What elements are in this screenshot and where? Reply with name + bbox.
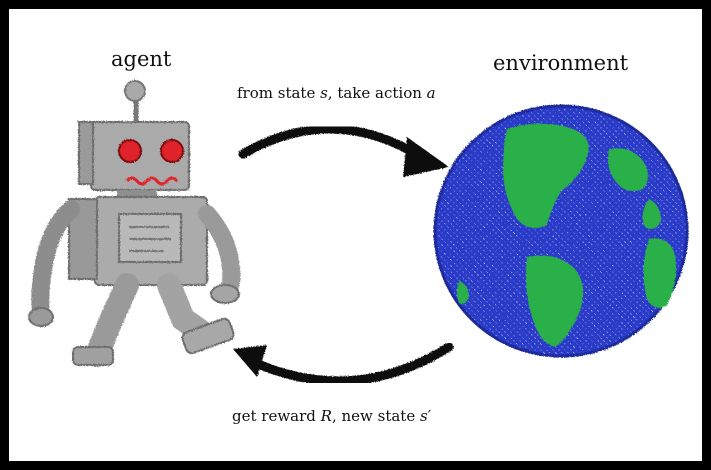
diagram-drawing — [28, 80, 689, 386]
diagram-panel: agent environment from state s, take act… — [9, 9, 702, 461]
reward-caption-prefix: get reward — [232, 407, 321, 425]
action-variable: a — [426, 84, 436, 102]
environment-label: environment — [493, 51, 629, 75]
agent-label: agent — [111, 47, 172, 71]
action-caption: from state s, take action a — [237, 84, 436, 102]
curved-arrow-right-icon — [238, 124, 449, 177]
robot-agent-icon — [28, 80, 241, 367]
reward-caption-middle: , new state — [331, 407, 420, 425]
new-state-variable: s′ — [419, 407, 432, 425]
curved-arrow-left-icon — [233, 342, 454, 386]
action-caption-prefix: from state — [237, 84, 321, 102]
state-variable: s — [320, 84, 328, 102]
reward-caption: get reward R, new state s′ — [232, 407, 431, 425]
reward-variable: R — [320, 407, 332, 425]
action-caption-middle: , take action — [327, 84, 427, 102]
earth-globe-icon — [433, 104, 689, 358]
